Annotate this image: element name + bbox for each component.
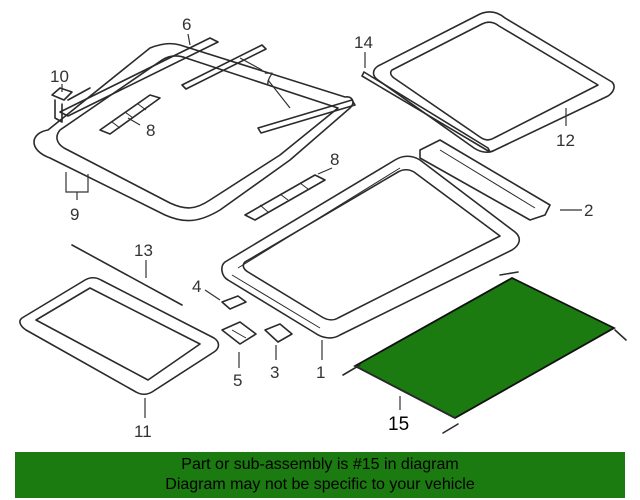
part-6-rail [59,37,219,117]
label-2: 2 [584,201,593,220]
label-13: 13 [134,241,153,260]
part-8-guide-a [99,94,161,135]
part-5-bracket [221,321,257,345]
label-11: 11 [134,422,152,441]
parts-diagram: 6 7 8 8 10 9 14 12 2 13 4 5 3 1 11 15 [19,11,627,441]
label-6: 6 [182,15,191,34]
part-13-strip [71,244,183,306]
part-10-bracket [51,87,91,123]
label-15: 15 [388,414,409,435]
part-2-deflector [419,139,551,221]
label-9: 9 [70,205,79,224]
part-15-sunshade [342,271,627,434]
banner-line-2: Diagram may not be specific to your vehi… [165,476,475,493]
info-banner: Part or sub-assembly is #15 in diagram D… [15,452,625,498]
label-3: 3 [270,363,279,382]
label-1: 1 [316,363,325,382]
part-12-glass-panel [372,11,615,153]
part-7-strips [181,44,356,134]
label-10: 10 [50,67,69,86]
leader-lines [61,33,582,418]
part-3-bracket [264,323,293,343]
label-8-lower: 8 [330,150,339,169]
banner-line-1: Part or sub-assembly is #15 in diagram [181,456,459,473]
part-9-seal [33,42,354,222]
part-14-seal-strip [361,71,491,153]
part-8-guide-b [244,174,326,221]
part-4-bracket [221,295,247,310]
label-7: 7 [264,69,273,88]
part-11-shade-panel [19,276,220,396]
label-12: 12 [556,131,575,150]
label-8-upper: 8 [146,121,155,140]
part-1-frame [221,155,521,339]
label-14: 14 [354,33,373,52]
label-4: 4 [192,277,201,296]
label-5: 5 [233,371,242,390]
